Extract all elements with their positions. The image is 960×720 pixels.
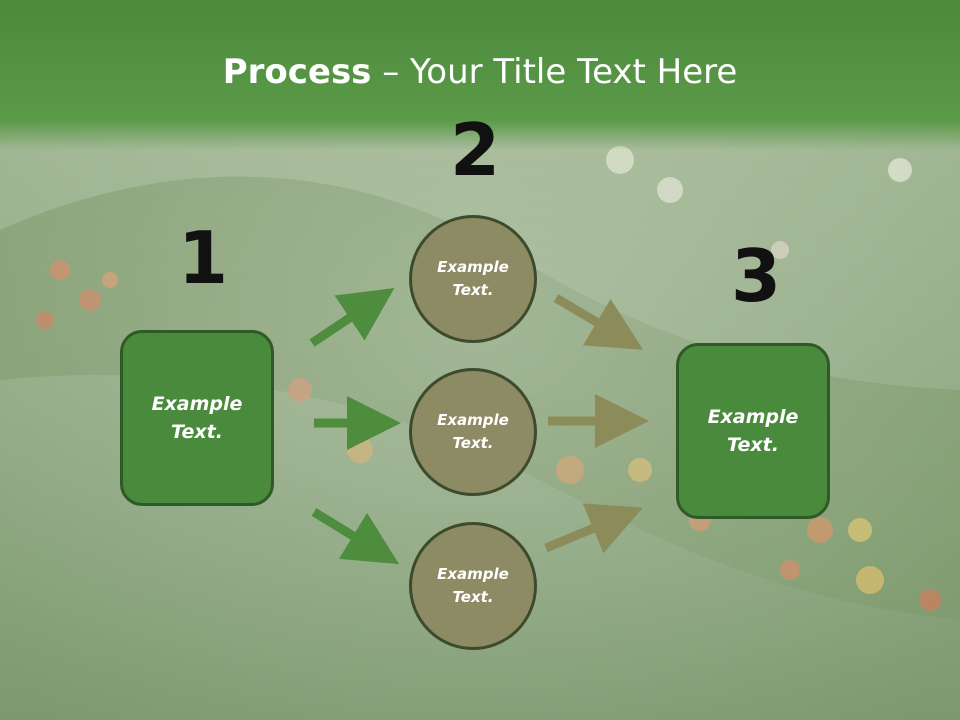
arrow-left-to-bottom — [311, 508, 400, 565]
step-1-line-1: Example — [151, 392, 243, 415]
circle-middle-line-1: Example — [437, 410, 509, 429]
step-1-line-2: Text. — [171, 421, 223, 443]
title-bar — [0, 0, 960, 150]
circle-bottom-line-1: Example — [437, 564, 509, 583]
arrow-bottom-to-right — [544, 503, 643, 554]
step-3-line-2: Text. — [727, 434, 779, 456]
title-rest: – Your Title Text Here — [371, 52, 738, 92]
step-number-2: 2 — [450, 108, 501, 192]
circle-top-line-2: Text. — [452, 281, 494, 299]
step-3-line-1: Example — [707, 405, 799, 428]
arrow-top-to-right — [553, 294, 644, 350]
circle-top-line-1: Example — [437, 257, 509, 276]
circle-bottom-line-2: Text. — [452, 588, 494, 606]
step-number-1: 1 — [178, 216, 229, 300]
arrow-left-to-top — [309, 288, 395, 347]
title-bold: Process — [222, 52, 372, 92]
slide-title: Process – Your Title Text Here — [0, 52, 960, 92]
step-number-3: 3 — [731, 234, 782, 318]
circle-middle-line-2: Text. — [452, 434, 494, 452]
